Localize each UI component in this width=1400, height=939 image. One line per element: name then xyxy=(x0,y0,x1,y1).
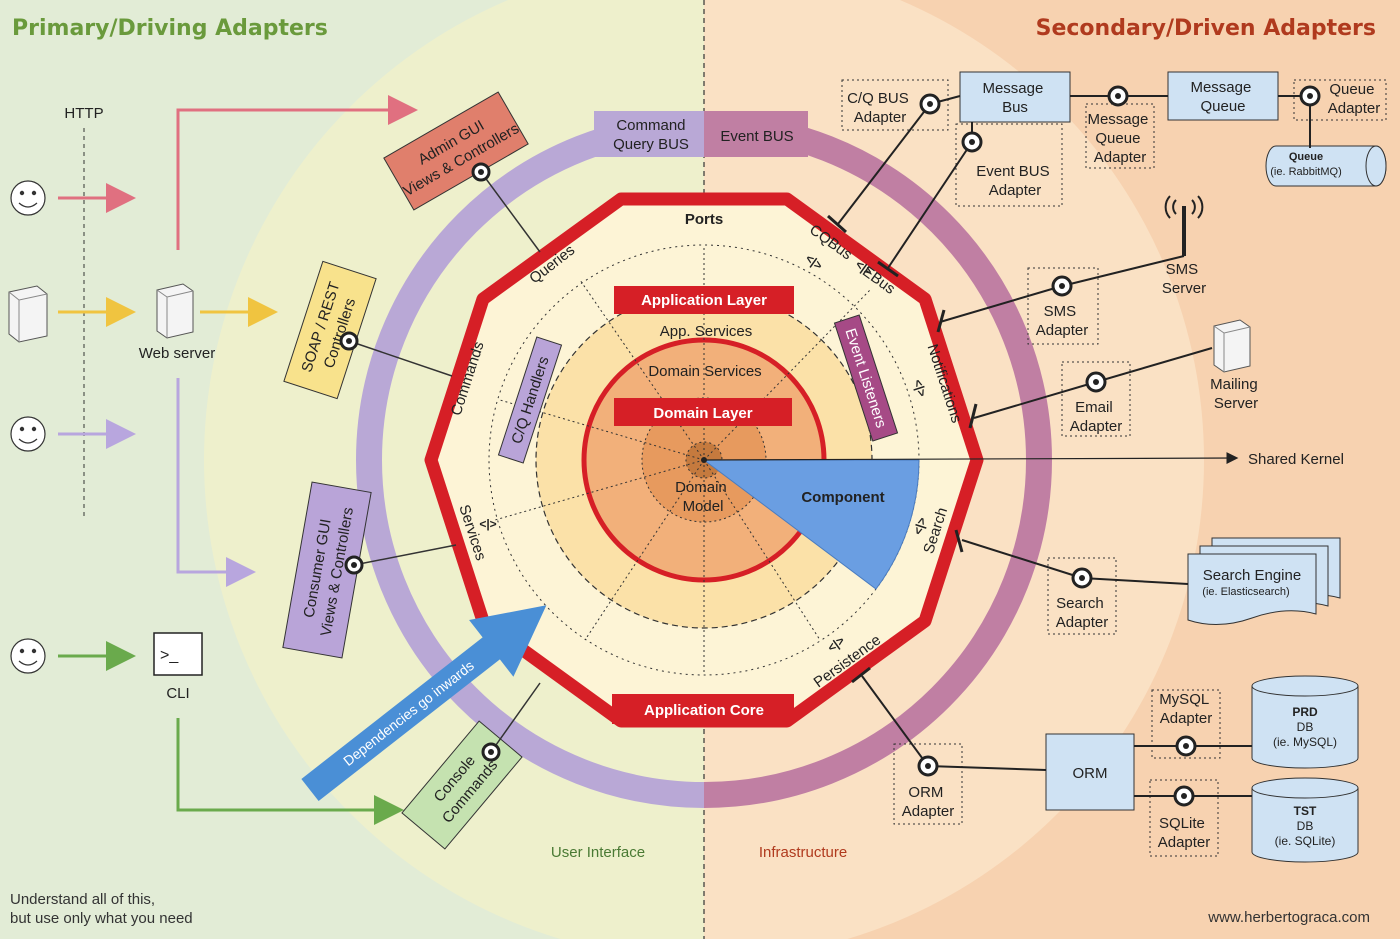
command-query-bus-tab xyxy=(594,111,704,157)
queue-adapter-box xyxy=(1293,79,1387,121)
component-label: Component xyxy=(801,489,884,506)
web-server-icon xyxy=(156,283,194,339)
orm-adapter-box xyxy=(893,743,963,825)
search-adapter-box xyxy=(1047,557,1117,635)
tst-db-cylinder xyxy=(1251,777,1359,863)
command-query-bus-ring xyxy=(356,112,704,808)
sqlite-adapter-box xyxy=(1149,779,1219,857)
message-queue-adapter-label: Message Queue Adapter xyxy=(1087,111,1152,166)
secondary-header: Secondary/Driven Adapters xyxy=(1036,16,1376,41)
prd-db-cylinder xyxy=(1251,675,1359,769)
component-wedge xyxy=(702,459,920,590)
prd-db-sublabel: (ie. MySQL) xyxy=(1273,735,1337,749)
tst-db-sublabel: (ie. SQLite) xyxy=(1275,834,1336,848)
domain-services-label: Domain Services xyxy=(648,363,761,380)
tst-db-label: DB xyxy=(1297,819,1314,833)
domain-layer-banner xyxy=(614,398,792,426)
mail-server-icon xyxy=(1213,319,1251,373)
mysql-adapter-box xyxy=(1151,689,1221,759)
email-adapter-box xyxy=(1061,361,1131,437)
sms-connectors xyxy=(939,255,1185,323)
tst-db-title: TST xyxy=(1294,804,1317,818)
server-icon xyxy=(8,285,48,343)
domain-layer-label: Domain Layer xyxy=(653,405,752,422)
web-server-label: Web server xyxy=(139,345,215,362)
port-search-glyph: <|> xyxy=(911,516,930,537)
cq-bus-adapter-label: C/Q BUS Adapter xyxy=(847,90,913,126)
shared-kernel-arrow xyxy=(703,452,1239,465)
mailing-server-label: Mailing Server xyxy=(1210,376,1262,412)
search-connectors xyxy=(961,539,1189,585)
infrastructure-label: Infrastructure xyxy=(759,844,847,861)
prd-db-label: DB xyxy=(1297,720,1314,734)
user-interface-label: User Interface xyxy=(551,844,645,861)
sms-socket-dot xyxy=(1059,283,1065,289)
event-bus-ring xyxy=(704,112,1052,808)
http-label: HTTP xyxy=(64,105,103,122)
cq-bus-adapter-box xyxy=(841,79,949,131)
footer-note: Understand all of this, but use only wha… xyxy=(10,891,193,927)
svg-text:>_: >_ xyxy=(160,647,179,664)
queue-cylinder xyxy=(1265,145,1387,187)
queue-adapter-label: Queue Adapter xyxy=(1328,81,1381,117)
orm-adapter-label: ORM Adapter xyxy=(902,784,955,820)
antenna-icon xyxy=(1164,195,1204,256)
prd-db-title: PRD xyxy=(1292,705,1318,719)
secondary-sockets xyxy=(919,85,1321,153)
message-bus-label: Message Bus xyxy=(982,80,1047,116)
message-queue-label: Message Queue xyxy=(1190,79,1255,115)
search-engine-box xyxy=(1187,537,1341,626)
port-notifications-glyph: <|> xyxy=(911,378,930,399)
orm-sockets xyxy=(917,735,1197,807)
orm-box xyxy=(1045,733,1135,811)
mysql-adapter-label: MySQL Adapter xyxy=(1159,691,1213,727)
event-bus-label: Event BUS xyxy=(720,128,793,145)
command-query-bus-label: Command Query BUS xyxy=(613,117,690,153)
sms-adapter-box xyxy=(1027,267,1099,345)
arrow-to-admin-gui xyxy=(176,95,418,250)
application-core-label: Application Core xyxy=(644,702,764,719)
sms-adapter-label: SMS Adapter xyxy=(1036,303,1089,339)
search-socket-dot xyxy=(1079,575,1085,581)
orm-label: ORM xyxy=(1073,765,1108,782)
primary-connectors xyxy=(348,171,541,753)
cli-label: CLI xyxy=(166,685,189,702)
email-socket-dot xyxy=(1093,379,1099,385)
footer-url: www.herbertograca.com xyxy=(1207,909,1370,926)
primary-port-sockets xyxy=(339,162,501,762)
primary-header: Primary/Driving Adapters xyxy=(12,16,328,41)
kernel-dot xyxy=(701,457,707,463)
event-bus-tab xyxy=(704,111,808,157)
application-layer-banner xyxy=(614,286,794,314)
event-bus-adapter-label: Event BUS Adapter xyxy=(976,163,1054,199)
arrow-to-console xyxy=(176,718,404,825)
search-engine-label: Search Engine xyxy=(1203,567,1301,584)
ports-title: Ports xyxy=(685,211,723,228)
domain-model-label: Domain Model xyxy=(675,479,731,515)
user-smiley-icon xyxy=(10,638,46,674)
application-layer-label: Application Layer xyxy=(641,292,767,309)
terminal-icon: >_ xyxy=(153,632,203,676)
sqlite-adapter-label: SQLite Adapter xyxy=(1158,815,1211,851)
queue-label: Queue xyxy=(1289,151,1323,163)
search-engine-sublabel: (ie. Elasticsearch) xyxy=(1202,586,1289,598)
app-services-label: App. Services xyxy=(660,323,753,340)
queue-sublabel: (ie. RabbitMQ) xyxy=(1270,166,1342,178)
message-queue-box xyxy=(1167,71,1279,121)
arrow-to-consumer-gui xyxy=(176,378,256,587)
sms-server-label: SMS Server xyxy=(1162,261,1206,297)
user-smiley-icon xyxy=(10,416,46,452)
message-queue-adapter-box xyxy=(1085,103,1155,169)
message-bus-box xyxy=(959,71,1071,123)
email-adapter-label: Email Adapter xyxy=(1070,399,1123,435)
search-adapter-label: Search Adapter xyxy=(1056,595,1109,631)
port-plugs xyxy=(827,214,978,684)
user-smiley-icon xyxy=(10,180,46,216)
port-services-glyph: <|> xyxy=(479,517,496,531)
shared-kernel-label: Shared Kernel xyxy=(1248,451,1344,468)
email-connectors xyxy=(973,347,1213,419)
application-core-banner xyxy=(612,694,794,724)
